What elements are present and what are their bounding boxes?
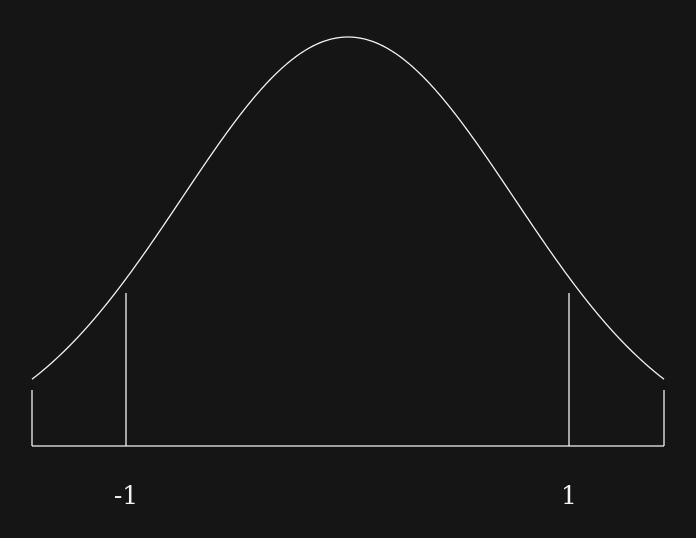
left-marker-label: -1	[114, 481, 138, 510]
bell-curve	[31, 36, 665, 380]
right-marker-label: 1	[561, 481, 577, 510]
